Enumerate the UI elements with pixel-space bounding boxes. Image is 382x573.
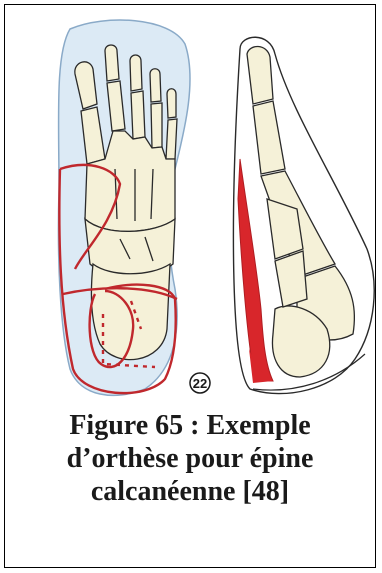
caption-line-2: d’orthèse pour épine — [5, 442, 375, 475]
caption-line-1: Figure 65 : Exemple — [5, 409, 375, 442]
caption-line-3: calcanéenne [48] — [5, 475, 375, 508]
foot-orthosis-illustration: 22 — [35, 9, 375, 399]
lateral-view — [233, 37, 374, 393]
plate-number: 22 — [193, 376, 207, 391]
plantar-view: 22 — [58, 20, 210, 395]
figure-caption: Figure 65 : Exemple d’orthèse pour épine… — [5, 409, 375, 508]
figure-frame: 22 Figure 65 : Exemple d’orthès — [4, 4, 376, 568]
